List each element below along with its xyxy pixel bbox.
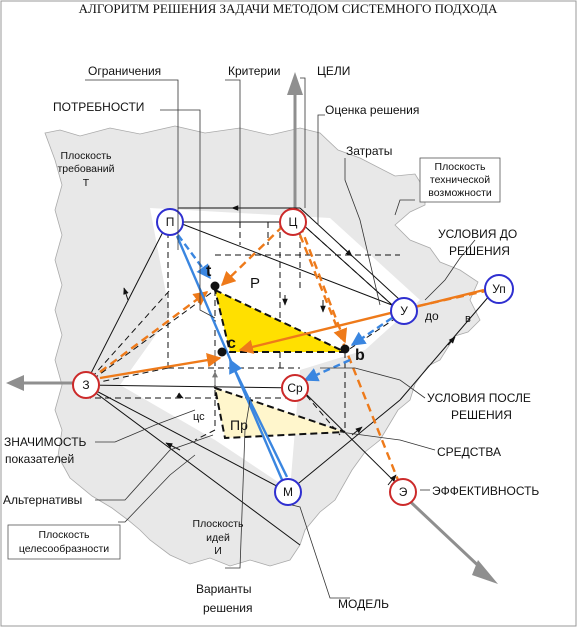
node-e: Э xyxy=(389,478,417,506)
plane-i-line3: И xyxy=(214,545,222,557)
label-ocenka: Оценка решения xyxy=(325,103,419,117)
plane-tehn-line3: возможности xyxy=(428,187,492,199)
label-p: P xyxy=(250,275,260,292)
label-celi: ЦЕЛИ xyxy=(317,64,350,78)
node-p: П xyxy=(156,208,184,236)
diagram-title: АЛГОРИТМ РЕШЕНИЯ ЗАДАЧИ МЕТОДОМ СИСТЕМНО… xyxy=(79,1,498,16)
label-pr: Пр xyxy=(230,417,248,433)
node-u: У xyxy=(390,297,418,325)
label-potrebnosti: ПОТРЕБНОСТИ xyxy=(53,100,144,114)
point-b xyxy=(340,344,350,354)
label-ogranicheniya: Ограничения xyxy=(88,64,161,78)
plane-tehn-box xyxy=(419,157,501,203)
plane-i-line1: Плоскость xyxy=(193,518,244,530)
label-zatraty: Затраты xyxy=(346,144,392,158)
flow-arrows xyxy=(123,205,456,486)
plane-t-line1: Плоскость xyxy=(61,150,112,162)
blue-dashed xyxy=(177,234,393,382)
node-sr: Ср xyxy=(281,374,309,402)
orange-dashed xyxy=(99,224,491,481)
plane-cel-line1: Плоскость xyxy=(39,529,90,541)
label-usloviya-do-2: РЕШЕНИЯ xyxy=(449,244,510,258)
label-v: в xyxy=(465,313,471,325)
plane-cel-line2: целесообразности xyxy=(19,543,109,555)
plane-tehn-line1: Плоскость xyxy=(435,161,486,173)
label-usloviya-posle-1: УСЛОВИЯ ПОСЛЕ xyxy=(427,391,531,405)
label-sredstva: СРЕДСТВА xyxy=(437,445,501,459)
dashed-lines xyxy=(84,221,406,441)
label-varianty-2: решения xyxy=(203,601,252,615)
label-model: МОДЕЛЬ xyxy=(338,597,389,611)
svg-text:Э: Э xyxy=(399,485,408,499)
label-cs: цс xyxy=(193,411,205,423)
axis-diagonal-arrow xyxy=(472,560,498,584)
svg-text:М: М xyxy=(283,485,293,499)
svg-text:П: П xyxy=(166,215,175,229)
label-varianty-1: Варианты xyxy=(196,582,251,596)
plane-t-line2: требований xyxy=(57,163,114,175)
plane-t-line3: Т xyxy=(83,177,90,189)
node-m: М xyxy=(274,478,302,506)
outer-rhombus xyxy=(84,207,491,546)
label-usloviya-do-1: УСЛОВИЯ ДО xyxy=(438,227,517,241)
label-b: b xyxy=(355,347,365,364)
node-up: Уп xyxy=(484,274,514,304)
plane-tehn-line2: технической xyxy=(430,174,490,186)
label-alternativy: Альтернативы xyxy=(3,493,82,507)
svg-text:Ц: Ц xyxy=(289,215,298,229)
label-usloviya-posle-2: РЕШЕНИЯ xyxy=(451,408,512,422)
plane-i-line2: идей xyxy=(206,532,230,544)
label-do: до xyxy=(425,309,439,323)
svg-text:З: З xyxy=(82,378,89,392)
orange-solid xyxy=(99,288,485,380)
plane-cel-box xyxy=(7,524,121,560)
label-t: t xyxy=(206,263,212,280)
svg-text:Ср: Ср xyxy=(287,381,303,395)
label-kriterii: Критерии xyxy=(228,64,280,78)
svg-text:Уп: Уп xyxy=(492,282,506,296)
axis-horizontal-arrow xyxy=(6,375,24,391)
label-effektivnost: ЭФФЕКТИВНОСТЬ xyxy=(432,484,539,498)
blue-lines xyxy=(175,235,289,483)
label-znachimost-1: ЗНАЧИМОСТЬ xyxy=(4,435,87,449)
node-c: Ц xyxy=(279,208,307,236)
node-z: З xyxy=(72,371,100,399)
axis-diagonal xyxy=(398,490,487,574)
label-c: c xyxy=(227,335,236,352)
point-c xyxy=(217,347,227,357)
label-znachimost-2: показателей xyxy=(5,452,74,466)
axis-vertical-arrow xyxy=(287,72,303,95)
point-t xyxy=(210,281,220,291)
triangle-p xyxy=(213,288,346,353)
leader-lines xyxy=(85,77,476,599)
svg-text:У: У xyxy=(400,304,408,318)
